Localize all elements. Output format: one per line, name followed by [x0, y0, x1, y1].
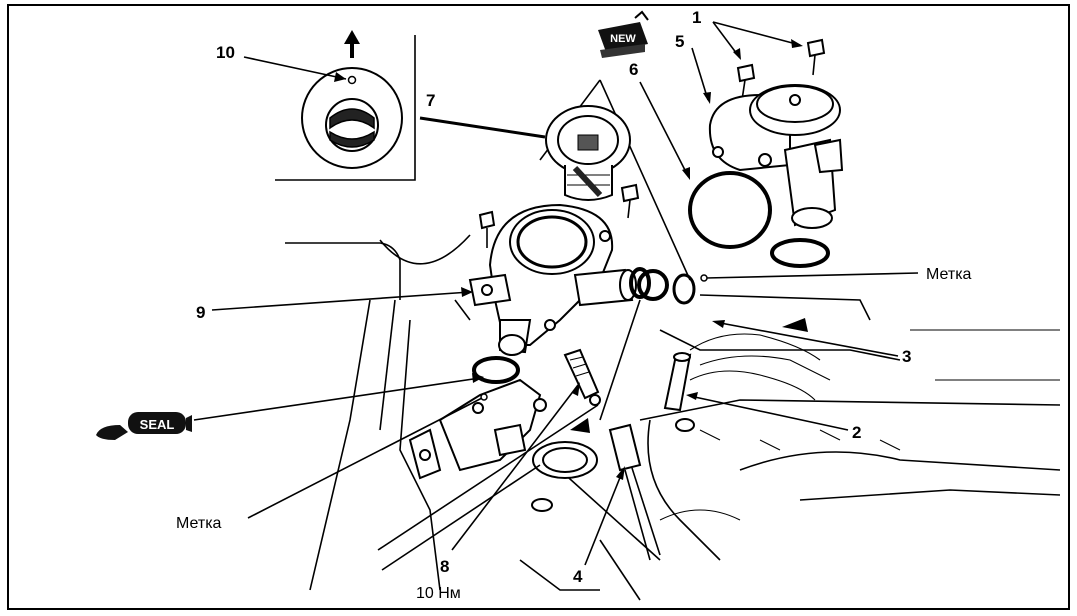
new-part-icon: NEW	[598, 10, 649, 58]
water-inlet-pipe	[408, 378, 695, 512]
new-badge-text: NEW	[610, 33, 636, 45]
leader-lines	[193, 21, 919, 571]
label-3: 3	[902, 347, 911, 366]
label-7: 7	[426, 91, 435, 110]
gasket-ring	[688, 171, 772, 249]
label-mark-right: Метка	[926, 266, 972, 283]
label-torque: 10 Нм	[416, 585, 461, 602]
sensor-connector	[608, 423, 661, 561]
jiggle-valve-hole	[347, 75, 357, 85]
temperature-sensor	[563, 348, 601, 406]
label-mark-left: Метка	[176, 515, 222, 532]
engine-block-outline	[285, 79, 1061, 601]
callout-labels: 10 7 1 5 6 Метка 9 3 2 Метка 8 10 Нм 4	[176, 8, 972, 602]
direction-arrow-icon	[570, 418, 590, 433]
label-4: 4	[573, 567, 583, 586]
hose-clamps	[472, 238, 830, 384]
label-5: 5	[675, 32, 684, 51]
label-10: 10	[216, 43, 235, 62]
sealant-icon: SEAL	[96, 412, 192, 440]
inset-detail	[275, 30, 416, 181]
seal-badge-text: SEAL	[140, 417, 175, 432]
label-9: 9	[196, 303, 205, 322]
thermostat-housing	[468, 203, 637, 356]
bypass-hose	[663, 352, 692, 412]
thermostat	[545, 105, 631, 201]
label-8: 8	[440, 557, 449, 576]
direction-arrow-icon	[782, 318, 808, 332]
water-outlet-with-cap	[708, 84, 844, 229]
label-1: 1	[692, 8, 701, 27]
label-2: 2	[852, 423, 861, 442]
figure-frame	[7, 4, 1070, 610]
arrow-up-icon	[344, 30, 360, 44]
label-6: 6	[629, 60, 638, 79]
